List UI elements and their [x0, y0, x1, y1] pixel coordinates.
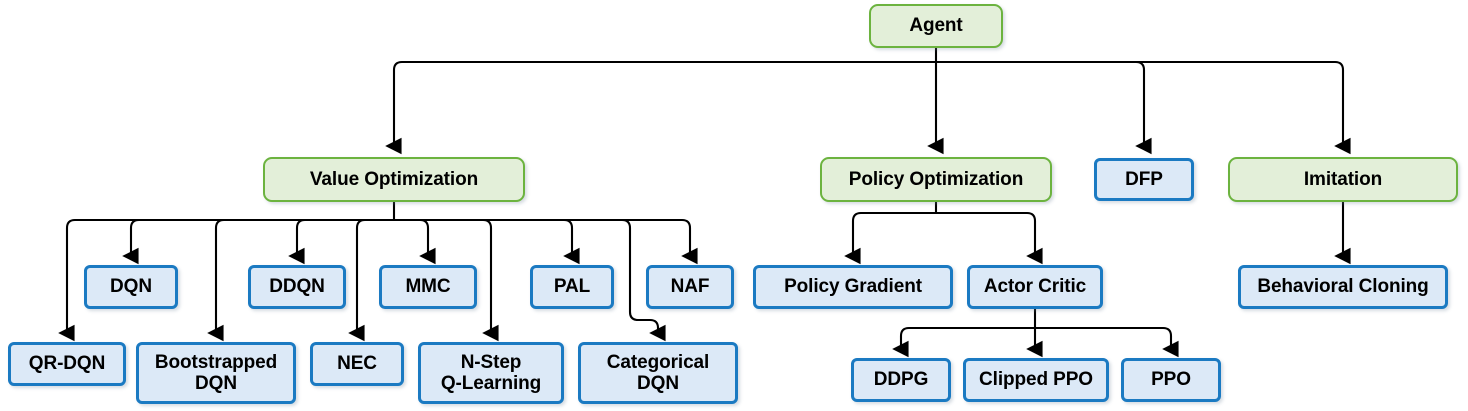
node-ddpg[interactable]: DDPG	[851, 358, 951, 402]
node-ddqn[interactable]: DDQN	[248, 265, 346, 309]
node-policy-gradient[interactable]: Policy Gradient	[753, 265, 953, 309]
node-agent[interactable]: Agent	[869, 4, 1003, 48]
node-n-step-q-learning[interactable]: N-Step Q-Learning	[418, 342, 564, 404]
edge-vo-to-ddqn	[288, 218, 394, 265]
edge-agent-to-dfp	[936, 60, 1152, 155]
node-qr-dqn[interactable]: QR-DQN	[8, 342, 126, 386]
edge-ac-to-ppo	[1035, 326, 1179, 358]
node-bootstrapped-dqn[interactable]: Bootstrapped DQN	[136, 342, 296, 404]
node-value-optimization[interactable]: Value Optimization	[263, 157, 525, 202]
edge-agent-to-imitation	[936, 60, 1351, 155]
node-dqn[interactable]: DQN	[84, 265, 178, 309]
edge-vo-to-pal	[394, 218, 580, 265]
node-naf[interactable]: NAF	[646, 265, 734, 309]
edge-vo-to-naf	[394, 218, 698, 265]
node-imitation[interactable]: Imitation	[1228, 157, 1458, 202]
node-ppo[interactable]: PPO	[1121, 358, 1221, 402]
edge-po-to-actor-critic	[936, 211, 1043, 265]
edge-vo-to-mmc	[394, 218, 436, 265]
node-clipped-ppo[interactable]: Clipped PPO	[963, 358, 1109, 402]
node-categorical-dqn[interactable]: Categorical DQN	[578, 342, 738, 404]
node-behavioral-cloning[interactable]: Behavioral Cloning	[1238, 265, 1448, 309]
node-actor-critic[interactable]: Actor Critic	[967, 265, 1103, 309]
edge-po-to-policy-gradient	[844, 211, 936, 265]
edge-agent-to-value-optimization	[385, 60, 936, 155]
node-policy-optimization[interactable]: Policy Optimization	[820, 157, 1052, 202]
node-mmc[interactable]: MMC	[379, 265, 477, 309]
node-pal[interactable]: PAL	[530, 265, 614, 309]
edge-ac-to-ddpg	[892, 326, 1035, 358]
edge-vo-to-dqn	[122, 218, 394, 265]
node-nec[interactable]: NEC	[310, 342, 404, 386]
node-dfp[interactable]: DFP	[1094, 158, 1194, 201]
